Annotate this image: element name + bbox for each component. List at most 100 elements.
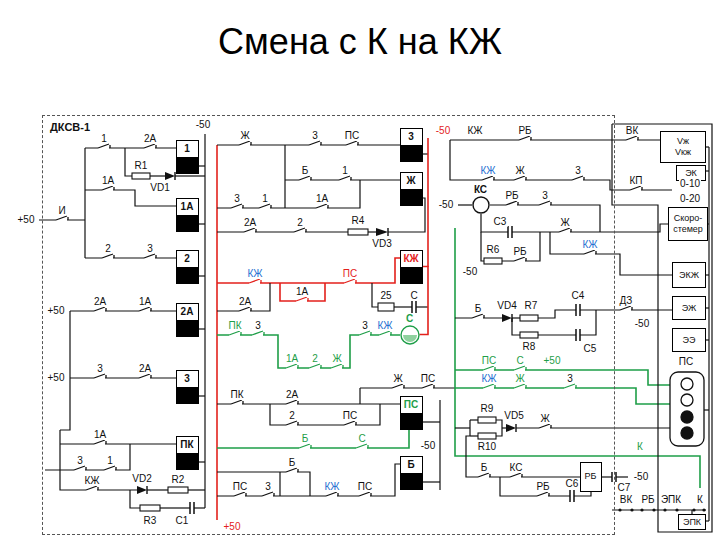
contact-symbol: [356, 444, 368, 448]
contact-label: 2А: [143, 134, 157, 144]
device-frame: 11А22А3ПК3ЖКЖСПСБКСРБДКСВ-1: [42, 115, 615, 535]
contact-blade: [379, 331, 391, 335]
wire: [217, 472, 310, 496]
contact-blade: [331, 364, 343, 368]
terminal-dot: [692, 508, 695, 511]
contact-blade: [94, 440, 106, 444]
wire: [450, 140, 672, 190]
contact-symbol: [104, 466, 116, 470]
node-label: 3: [177, 371, 198, 387]
wire: [217, 464, 400, 496]
contact-label: ПК: [229, 390, 244, 400]
contact-symbol: [102, 186, 114, 190]
contact-blade: [309, 364, 321, 368]
contact-symbol: [331, 364, 343, 368]
resistor-symbol: [520, 315, 538, 321]
wire: [84, 148, 85, 258]
contact-symbol: [559, 228, 571, 232]
relay-coil: 1А: [176, 198, 199, 232]
wire: [602, 476, 612, 477]
wire: [708, 147, 709, 521]
wire: [500, 477, 570, 496]
contact-blade: [510, 473, 522, 477]
contact-blade: [514, 366, 526, 370]
wire: [470, 435, 478, 436]
frame-title: ДКСВ-1: [50, 121, 90, 133]
contact-blade: [326, 492, 338, 496]
contact-label: 1А: [285, 354, 299, 364]
contact-label: 3: [96, 364, 104, 374]
contact-blade: [359, 331, 371, 335]
wire: [481, 232, 484, 261]
node-label: ЭЖ: [674, 303, 704, 314]
contact-label: Ж: [239, 131, 250, 141]
contact-label: РБ: [517, 126, 532, 136]
capacitor-symbol: [576, 304, 580, 316]
contact-label: Ж: [559, 218, 570, 228]
contact-symbol: [514, 384, 526, 388]
wire: [285, 179, 400, 180]
wire: [279, 472, 280, 496]
resistor-symbol: [484, 258, 502, 264]
contact-blade: [626, 136, 638, 140]
contact-symbol: [286, 421, 298, 425]
node-label: С: [405, 313, 414, 325]
diode-bar: [515, 424, 516, 432]
contact-symbol: [539, 201, 551, 205]
circuit-label: КЖ: [466, 126, 483, 136]
contact-symbol: [229, 331, 241, 335]
signal-lens: [681, 411, 693, 423]
circuit-label: R10: [477, 442, 497, 452]
wire: [616, 476, 628, 477]
wire: [612, 124, 712, 532]
wire: [706, 307, 709, 308]
circuit-label: 25: [379, 291, 392, 301]
circuit-label: R1: [134, 161, 149, 171]
relay-coil: 3: [176, 370, 199, 404]
contact-blade: [286, 400, 298, 404]
circuit-label: К: [636, 442, 644, 452]
contact-symbol: [296, 297, 308, 301]
capacitor-plates: [576, 329, 580, 341]
contact-label: Б: [474, 304, 483, 314]
circuit-label: R2: [171, 475, 186, 485]
circuit-label: R8: [522, 342, 537, 352]
wire: [217, 144, 400, 145]
contact-blade: [86, 486, 98, 490]
contact-blade: [102, 186, 114, 190]
contact-label: ПС: [357, 482, 373, 492]
diode-body: [506, 424, 516, 432]
contact-blade: [483, 384, 495, 388]
node-label: Б: [401, 457, 422, 473]
capacitor-plates: [612, 472, 616, 482]
wire: [512, 224, 668, 232]
circuit-label: +50: [47, 306, 66, 316]
resistor-symbol: [140, 505, 160, 511]
outline: [401, 326, 419, 344]
wire: [394, 306, 412, 307]
capacitor-symbol: [412, 301, 416, 313]
contact-label: КЖ: [83, 476, 100, 486]
contact-symbol: [259, 204, 271, 208]
wire: [469, 420, 470, 436]
device-box: ЭПК: [678, 514, 706, 530]
contact-symbol: [564, 384, 576, 388]
contact-label: Ж: [514, 166, 525, 176]
wire: [502, 427, 506, 428]
diode-bar: [511, 314, 512, 322]
contact-symbol: [94, 374, 106, 378]
wire: [125, 148, 132, 176]
contact-blade: [483, 366, 495, 370]
wire: [360, 387, 455, 388]
wire: [496, 420, 502, 436]
circuit-label: +50: [47, 373, 66, 383]
wire: [706, 146, 709, 147]
diode-bar: [146, 486, 147, 494]
contact-symbol: [572, 176, 584, 180]
terminal-dot: [618, 508, 621, 511]
contact-label: ПК: [227, 321, 242, 331]
circuit-label: -50: [195, 120, 211, 130]
circuit-label: -50: [634, 319, 650, 329]
capacitor-symbol: [570, 490, 574, 502]
